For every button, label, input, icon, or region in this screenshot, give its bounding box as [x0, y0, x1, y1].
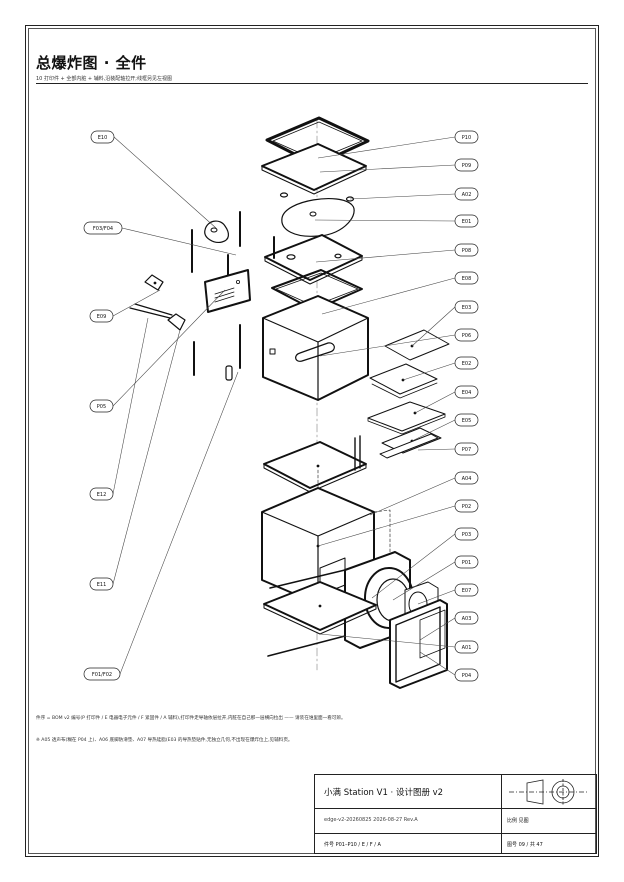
svg-text:P03: P03 [462, 532, 471, 538]
callout-e09: E09 [89, 309, 114, 323]
callout-p06: P06 [454, 328, 479, 342]
callout-e01: E01 [454, 214, 479, 228]
svg-text:P10: P10 [462, 135, 471, 141]
note-line-1: 件序 = BOM v2 编号(P 打印件 / E 电器电子元件 / F 紧固件 … [36, 716, 346, 721]
callout-p10: P10 [454, 130, 479, 144]
svg-text:F01/F02: F01/F02 [92, 672, 112, 678]
callout-p07: P07 [454, 442, 479, 456]
part-range: 件号 P01–P10 / E / F / A [324, 842, 381, 848]
page-title: 总爆炸图 · 全件 [36, 54, 147, 72]
part-e12-usb [129, 303, 186, 331]
svg-text:E02: E02 [462, 361, 472, 367]
project-name: 小满 Station V1 · 设计图册 v2 [324, 788, 444, 798]
part-p08-plate [264, 234, 363, 285]
part-p09-cover [261, 143, 367, 195]
svg-text:E07: E07 [462, 588, 472, 594]
callout-e04: E04 [454, 385, 479, 399]
callout-e12: E12 [89, 487, 114, 501]
part-e10-clip [204, 220, 229, 243]
page-subtitle: 10 打印件 + 全部内脏 + 辅料,沿装配轴拉开;线框另见左视图 [36, 76, 172, 82]
part-p05-back-plate [204, 269, 251, 313]
callout-e11: E11 [89, 577, 114, 591]
title-block-divider [501, 775, 502, 853]
svg-text:P09: P09 [462, 163, 471, 169]
document-meta: edge-v2-20260825 2026-08-27 Rev.A [324, 817, 418, 823]
svg-text:P04: P04 [462, 673, 471, 679]
callout-e07: E07 [454, 583, 479, 597]
callout-a04: A04 [454, 471, 479, 485]
svg-text:E12: E12 [97, 492, 107, 498]
svg-text:P07: P07 [462, 447, 471, 453]
callout-p01: P01 [454, 555, 479, 569]
svg-text:P05: P05 [97, 404, 106, 410]
svg-text:E04: E04 [462, 390, 472, 396]
title-block-rule-1 [315, 808, 596, 809]
callout-a03: A03 [454, 611, 479, 625]
part-e03-board [384, 329, 450, 361]
part-rod-lower [269, 569, 346, 589]
title-block-rule-2 [315, 833, 596, 834]
svg-text:P01: P01 [462, 560, 471, 566]
svg-text:A03: A03 [462, 616, 472, 622]
svg-text:E03: E03 [462, 305, 472, 311]
callout-e10: E10 [90, 130, 115, 144]
part-a04-mid-plate [263, 435, 367, 493]
part-rod-base [267, 635, 346, 657]
callout-e08: E08 [454, 271, 479, 285]
outer-border [25, 25, 599, 857]
svg-text:E05: E05 [462, 418, 472, 424]
title-block: 小满 Station V1 · 设计图册 v2 edge-v2-20260825… [314, 774, 597, 854]
callout-p09: P09 [454, 158, 479, 172]
svg-text:E09: E09 [97, 314, 107, 320]
callout-p03: P03 [454, 527, 479, 541]
svg-text:F03/F04: F03/F04 [93, 226, 113, 232]
svg-text:E10: E10 [98, 135, 108, 141]
leader-lines [112, 136, 456, 676]
part-e04-board [367, 401, 446, 435]
callout-p04: P04 [454, 668, 479, 682]
sheet-number: 图号 09 / 共 47 [507, 842, 543, 848]
part-f02-spacer [225, 365, 233, 381]
projection-symbol-icon [509, 779, 589, 805]
part-p07-plate [379, 433, 439, 459]
callout-e02: E02 [454, 356, 479, 370]
callout-p02: P02 [454, 499, 479, 513]
svg-text:A02: A02 [462, 192, 472, 198]
title-rule [36, 83, 588, 84]
callout-e03: E03 [454, 300, 479, 314]
svg-text:A04: A04 [462, 476, 472, 482]
part-e09-button [144, 274, 164, 291]
part-e02-board [369, 363, 438, 399]
part-p06-upper-housing [262, 295, 369, 401]
svg-text:E11: E11 [97, 582, 107, 588]
svg-text:P06: P06 [462, 333, 471, 339]
callout-a01: A01 [454, 640, 479, 654]
svg-text:E01: E01 [462, 219, 472, 225]
note-line-2: ※ A05 透声布(糊在 P04 上)、A06 底脚防滑垫、A07 导热硅脂(E… [36, 738, 293, 743]
svg-text:P02: P02 [462, 504, 471, 510]
callout-e05: E05 [454, 413, 479, 427]
svg-text:E08: E08 [462, 276, 472, 282]
part-a02-screw-left [279, 192, 289, 198]
svg-text:A01: A01 [462, 645, 472, 651]
svg-text:P08: P08 [462, 248, 471, 254]
callout-a02: A02 [454, 187, 479, 201]
part-e01-speaker-disc [281, 198, 355, 237]
callout-p08: P08 [454, 243, 479, 257]
callout-p05: P05 [89, 399, 114, 413]
inner-border [28, 28, 596, 854]
callout-f01-f02: F01/F02 [83, 667, 121, 681]
scale-note: 比例 见图 [507, 818, 529, 824]
callout-f03-f04: F03/F04 [83, 221, 123, 235]
